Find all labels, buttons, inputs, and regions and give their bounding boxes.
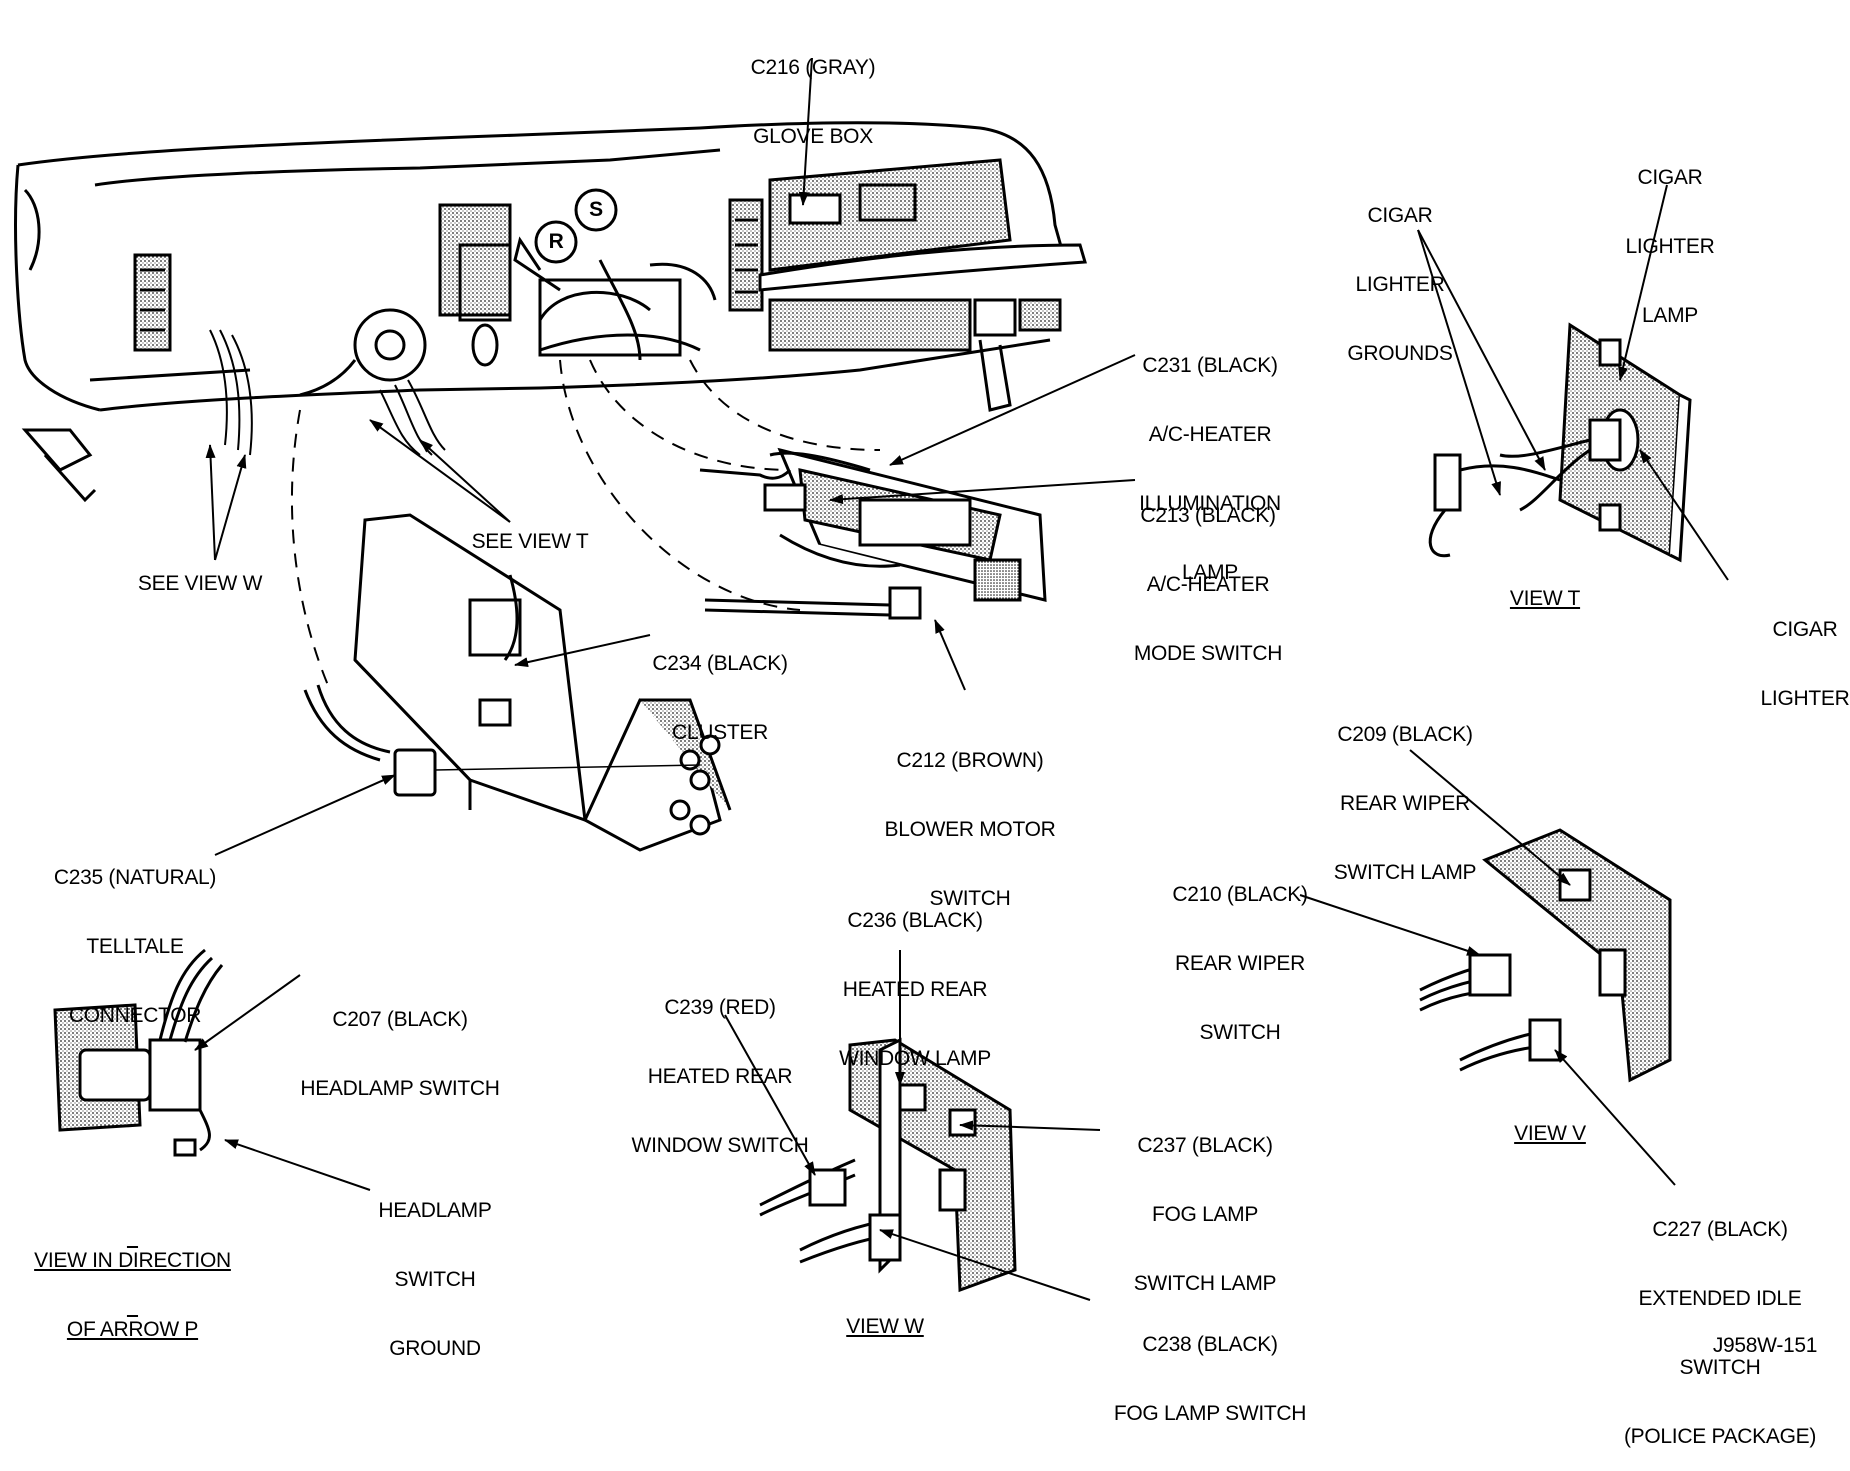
label-c209-rear-wiper-lamp: C209 (BLACK) REAR WIPER SWITCH LAMP <box>1320 677 1490 907</box>
label-line: SWITCH LAMP <box>1133 1272 1277 1295</box>
label-line: C210 (BLACK) <box>1172 883 1308 906</box>
label-line: OF ARROW P <box>66 1318 199 1341</box>
label-line: SWITCH <box>1199 1021 1281 1044</box>
label-line: C231 (BLACK) <box>1142 354 1278 377</box>
diagram-artwork <box>14 57 1729 1301</box>
label-line: C237 (BLACK) <box>1137 1134 1273 1157</box>
label-line: C216 (GRAY) <box>750 56 876 79</box>
label-c213-mode-switch: C213 (BLACK) A/C-HEATER MODE SWITCH <box>1118 458 1298 688</box>
label-c227-extended-idle-switch: C227 (BLACK) EXTENDED IDLE SWITCH (POLIC… <box>1620 1172 1820 1471</box>
label-line: CONNECTOR <box>68 1004 202 1027</box>
hvac-control-module <box>699 447 1047 620</box>
label-line: CIGAR <box>1637 166 1703 189</box>
label-view-v: VIEW V <box>1514 1122 1586 1145</box>
label-line: FOG LAMP <box>1151 1203 1259 1226</box>
label-line: GROUNDS <box>1347 342 1453 365</box>
label-c234-cluster: C234 (BLACK) CLUSTER <box>640 606 800 767</box>
label-c210-rear-wiper-switch: C210 (BLACK) REAR WIPER SWITCH <box>1165 837 1315 1067</box>
label-line: (POLICE PACKAGE) <box>1623 1425 1817 1448</box>
label-line: A/C-HEATER <box>1146 573 1270 596</box>
label-line: LIGHTER <box>1760 687 1850 710</box>
label-cigar-lighter: CIGAR LIGHTER <box>1760 572 1850 733</box>
label-line: BLOWER MOTOR <box>884 818 1056 841</box>
label-view-in-direction-of-arrow-p: VIEW IN DIRECTION OF ARROW P <box>25 1203 240 1364</box>
instrument-panel <box>14 121 1087 503</box>
label-line: LIGHTER <box>1355 273 1445 296</box>
label-c231-illumination-lamp: C231 (BLACK) A/C-HEATER ILLUMINATION LAM… <box>1125 308 1295 607</box>
label-c238-fog-lamp-switch: C238 (BLACK) FOG LAMP SWITCH <box>1100 1287 1320 1448</box>
label-line: TELLTALE <box>86 935 184 958</box>
label-line: WINDOW SWITCH <box>631 1134 809 1157</box>
label-line: HEADLAMP <box>378 1199 492 1222</box>
label-c212-blower-motor-switch: C212 (BROWN) BLOWER MOTOR SWITCH <box>880 703 1060 933</box>
key-position-s: S <box>589 198 603 221</box>
label-c239-heated-rear-window-switch: C239 (RED) HEATED REAR WINDOW SWITCH <box>620 950 820 1180</box>
label-line: C207 (BLACK) <box>332 1008 468 1031</box>
label-line: MODE SWITCH <box>1133 642 1283 665</box>
label-c216-glove-box: C216 (GRAY) GLOVE BOX <box>728 10 898 171</box>
label-line: C235 (NATURAL) <box>53 866 217 889</box>
label-see-view-w: SEE VIEW W <box>137 572 263 595</box>
label-line: LAMP <box>1182 561 1238 584</box>
label-line: REAR WIPER <box>1174 952 1305 975</box>
figure-id: J958W-151 <box>1712 1334 1818 1357</box>
leader-lines <box>194 57 1729 1301</box>
label-line: GROUND <box>389 1337 481 1360</box>
label-see-view-t: SEE VIEW T <box>471 530 589 553</box>
label-line: C212 (BROWN) <box>896 749 1044 772</box>
label-line: SWITCH <box>1679 1356 1761 1379</box>
label-c235-telltale-connector: C235 (NATURAL) TELLTALE CONNECTOR <box>40 820 230 1050</box>
label-line: SWITCH <box>394 1268 476 1291</box>
label-line: CIGAR <box>1772 618 1838 641</box>
label-line: LAMP <box>1642 304 1698 327</box>
instrument-cluster <box>353 513 732 852</box>
label-headlamp-switch-ground: HEADLAMP SWITCH GROUND <box>365 1153 505 1383</box>
label-line: WINDOW LAMP <box>839 1047 991 1070</box>
label-cigar-lighter-grounds: CIGAR LIGHTER GROUNDS <box>1335 158 1465 388</box>
label-line: VIEW IN DIRECTION <box>34 1249 231 1272</box>
label-line: REAR WIPER <box>1339 792 1470 815</box>
label-line: CIGAR <box>1367 204 1433 227</box>
label-line: C236 (BLACK) <box>847 909 983 932</box>
telltale-connector <box>303 684 701 797</box>
label-view-w: VIEW W <box>846 1315 924 1338</box>
label-line: ILLUMINATION <box>1139 492 1281 515</box>
label-line: HEATED REAR <box>647 1065 793 1088</box>
label-line: GLOVE BOX <box>753 125 873 148</box>
label-cigar-lighter-lamp: CIGAR LIGHTER LAMP <box>1620 120 1720 350</box>
label-line: EXTENDED IDLE <box>1638 1287 1802 1310</box>
label-view-t: VIEW T <box>1509 587 1581 610</box>
key-position-r: R <box>548 230 564 253</box>
view-w-switch-bank <box>759 1037 1017 1293</box>
label-c207-headlamp-switch: C207 (BLACK) HEADLAMP SWITCH <box>300 962 500 1123</box>
label-line: SWITCH LAMP <box>1333 861 1477 884</box>
label-c237-fog-lamp-switch-lamp: C237 (BLACK) FOG LAMP SWITCH LAMP <box>1120 1088 1290 1318</box>
label-line: LIGHTER <box>1625 235 1715 258</box>
label-line: C238 (BLACK) <box>1142 1333 1278 1356</box>
label-line: C234 (BLACK) <box>652 652 788 675</box>
label-line: C209 (BLACK) <box>1337 723 1473 746</box>
label-line: C227 (BLACK) <box>1652 1218 1788 1241</box>
label-line: FOG LAMP SWITCH <box>1113 1402 1307 1425</box>
label-line: HEATED REAR <box>842 978 988 1001</box>
label-line: C213 (BLACK) <box>1140 504 1276 527</box>
label-c236-heated-rear-window-lamp: C236 (BLACK) HEATED REAR WINDOW LAMP <box>830 863 1000 1093</box>
wiring-diagram: R S C216 (GRAY) GLOVE BOX CIGAR LIGHTER … <box>14 10 1850 1448</box>
label-line: SWITCH <box>929 887 1011 910</box>
view-t-cigar-lighter <box>1428 322 1692 563</box>
label-line: CLUSTER <box>672 721 768 744</box>
label-line: HEADLAMP SWITCH <box>300 1077 500 1100</box>
label-line: A/C-HEATER <box>1148 423 1272 446</box>
view-arrow-p-headlamp <box>53 948 224 1157</box>
label-line: C239 (RED) <box>664 996 776 1019</box>
